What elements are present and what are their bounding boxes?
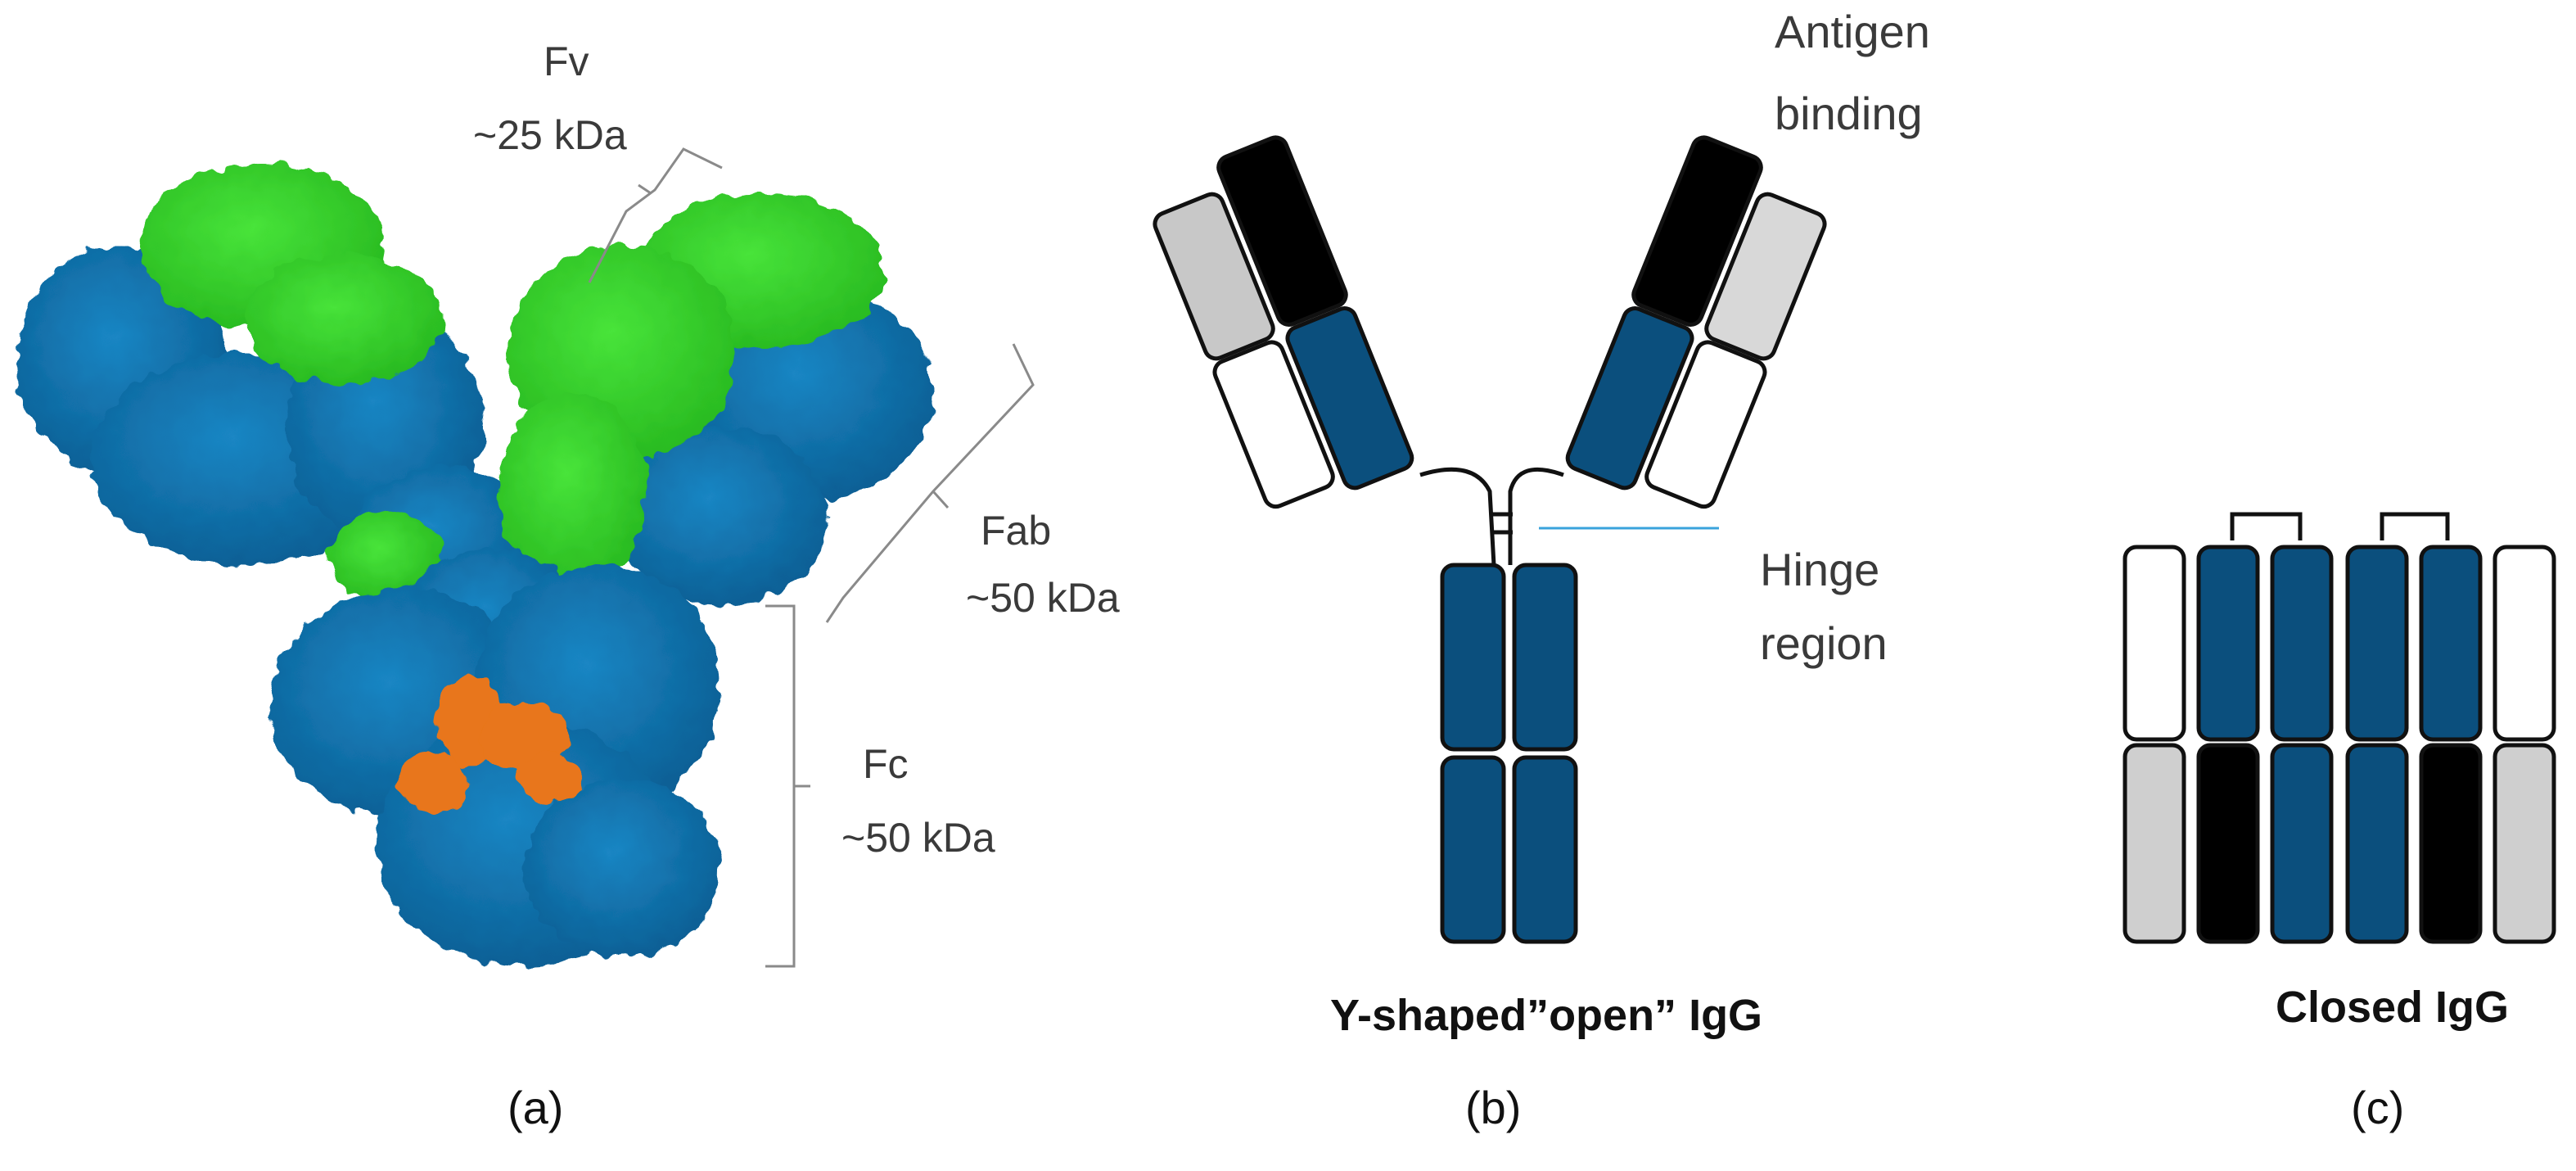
bridge-right bbox=[2380, 512, 2450, 540]
right-light-constant bbox=[1644, 340, 1767, 509]
left-light-variable bbox=[1153, 192, 1275, 361]
left-heavy-constant bbox=[1285, 306, 1414, 491]
closed-bottom-2 bbox=[2196, 743, 2260, 944]
right-arm bbox=[1565, 135, 1827, 509]
antigen-label-line2: binding bbox=[1775, 88, 1923, 139]
fab-left-green bbox=[139, 164, 442, 602]
panel-b-schematic bbox=[1153, 135, 1827, 944]
left-arm bbox=[1153, 135, 1414, 509]
left-heavy-variable bbox=[1216, 135, 1348, 327]
fc-label: Fc bbox=[863, 741, 909, 787]
right-heavy-variable bbox=[1631, 135, 1763, 327]
closed-top-5 bbox=[2419, 545, 2483, 742]
fv-bracket bbox=[588, 147, 723, 283]
closed-top-2 bbox=[2196, 545, 2260, 742]
fc-right-ch2 bbox=[1512, 563, 1578, 752]
closed-bottom-1 bbox=[2123, 743, 2186, 944]
bridge-left bbox=[2230, 512, 2303, 540]
caption-a: (a) bbox=[508, 1082, 563, 1133]
caption-c: (c) bbox=[2351, 1082, 2404, 1133]
fab-right-green bbox=[499, 192, 884, 590]
fab-mass-label: ~50 kDa bbox=[966, 575, 1120, 621]
closed-bottom-3 bbox=[2270, 743, 2334, 944]
closed-bottom-5 bbox=[2419, 743, 2483, 944]
right-heavy-constant bbox=[1565, 306, 1694, 491]
closed-top-6 bbox=[2493, 545, 2556, 742]
panel-b-title: Y-shaped”open” IgG bbox=[1330, 991, 1762, 1040]
fc-right-ch3 bbox=[1512, 755, 1578, 944]
fc-bracket bbox=[765, 604, 810, 968]
closed-bottom-4 bbox=[2345, 743, 2409, 944]
right-light-variable bbox=[1704, 192, 1827, 361]
fab-bracket bbox=[825, 343, 1035, 623]
fc-glycan-orange bbox=[397, 676, 581, 811]
closed-top-1 bbox=[2123, 545, 2186, 742]
fc-mass-label: ~50 kDa bbox=[841, 815, 995, 861]
caption-b: (b) bbox=[1465, 1082, 1521, 1133]
antigen-label-line1: Antigen bbox=[1775, 6, 1930, 57]
panel-c-title: Closed IgG bbox=[2276, 983, 2509, 1032]
closed-top-3 bbox=[2270, 545, 2334, 742]
fv-label: Fv bbox=[544, 38, 589, 84]
closed-bottom-6 bbox=[2493, 743, 2556, 944]
fc-left-ch2 bbox=[1440, 563, 1506, 752]
fc-left-ch3 bbox=[1440, 755, 1506, 944]
hinge-label-line1: Hinge bbox=[1760, 544, 1879, 595]
panel-a-structure bbox=[16, 164, 933, 966]
fab-label: Fab bbox=[981, 508, 1051, 554]
fv-mass-label: ~25 kDa bbox=[473, 112, 627, 158]
left-light-constant bbox=[1212, 340, 1335, 509]
hinge bbox=[1419, 467, 1564, 566]
closed-top-4 bbox=[2345, 545, 2409, 742]
panel-c-schematic bbox=[2123, 512, 2556, 944]
hinge-label-line2: region bbox=[1760, 617, 1888, 669]
